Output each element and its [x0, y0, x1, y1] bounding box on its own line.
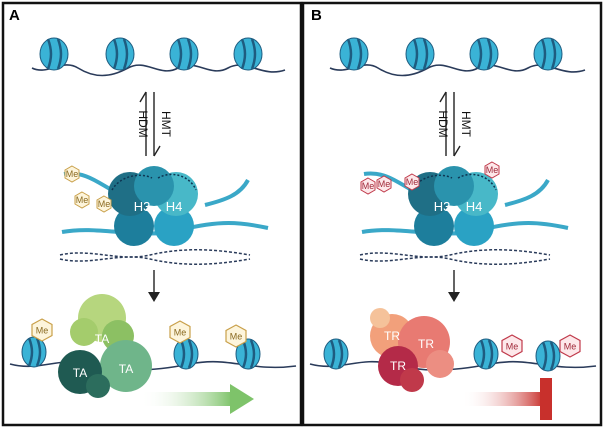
dna-helix	[359, 256, 551, 265]
nucleosome	[405, 37, 435, 71]
svg-text:Me: Me	[76, 195, 89, 205]
methyl-mark: Me	[376, 175, 392, 193]
nucleosome	[21, 336, 47, 368]
dna-helix	[359, 249, 551, 258]
nucleosome	[323, 338, 349, 370]
svg-text:Me: Me	[406, 177, 419, 187]
methyl-mark: Me	[225, 324, 247, 348]
panel-a: A	[1, 1, 303, 427]
svg-text:Me: Me	[378, 179, 391, 189]
methyl-mark: Me	[169, 320, 191, 344]
nucleosome	[39, 37, 69, 71]
histone-h4-label: H4	[166, 199, 183, 214]
top-chromatin-a	[31, 37, 286, 77]
down-arrow-a	[148, 270, 160, 302]
dna-helix	[59, 249, 251, 258]
methyl-mark: Me	[360, 177, 376, 195]
repression-bar	[462, 378, 552, 420]
svg-text:Me: Me	[66, 169, 79, 179]
svg-text:Me: Me	[36, 326, 49, 336]
svg-text:Me: Me	[230, 332, 243, 342]
nucleosome	[105, 37, 135, 71]
nucleosome	[533, 37, 563, 71]
nucleosome	[233, 37, 263, 71]
factor-label: TA	[95, 332, 109, 346]
enzyme-hmt-label: HMT	[159, 111, 173, 138]
methyl-mark: Me	[96, 195, 112, 213]
methyl-marks-small-a: Me Me Me	[64, 165, 112, 213]
factor-label: TA	[119, 362, 133, 376]
top-chromatin-b	[329, 37, 586, 77]
bottom-chromatin-a: Me Me Me TA TA TA	[9, 294, 297, 414]
histone-octamer-a: H3 H4	[59, 166, 269, 265]
nucleosome	[169, 37, 199, 71]
dna-helix	[59, 256, 251, 265]
histone-tail	[504, 178, 550, 207]
bottom-chromatin-b: Me Me TR TR TR	[309, 308, 597, 420]
svg-text:Me: Me	[486, 165, 499, 175]
activation-arrow	[140, 384, 254, 414]
methyl-mark: Me	[31, 318, 53, 342]
histone-h3-label: H3	[134, 199, 151, 214]
equilibrium-arrows-b: HDM HMT	[436, 91, 473, 157]
methyl-mark: Me	[501, 334, 523, 358]
histone-h3-label: H3	[434, 199, 451, 214]
histone-h4-label: H4	[466, 199, 483, 214]
down-arrow-b	[448, 270, 460, 302]
methyl-mark: Me	[64, 165, 80, 183]
activator-complex: TA TA TA	[58, 294, 152, 398]
methyl-marks-small-b: Me Me Me Me	[360, 161, 500, 195]
methyl-mark: Me	[484, 161, 500, 179]
histone-tail	[204, 178, 250, 207]
equilibrium-arrows-a: HDM HMT	[136, 91, 173, 157]
panel-b-letter: B	[311, 7, 322, 24]
methyl-mark: Me	[404, 173, 420, 191]
enzyme-hdm-label: HDM	[436, 110, 450, 137]
factor-label: TA	[73, 366, 87, 380]
svg-text:Me: Me	[98, 199, 111, 209]
svg-text:Me: Me	[564, 342, 577, 352]
factor-label: TR	[418, 337, 434, 351]
nucleosome	[469, 37, 499, 71]
panel-a-letter: A	[9, 7, 20, 24]
factor-label: TR	[390, 359, 406, 373]
methyl-mark: Me	[559, 334, 581, 358]
enzyme-hdm-label: HDM	[136, 110, 150, 137]
methyl-mark: Me	[74, 191, 90, 209]
repressor-complex: TR TR TR	[370, 308, 454, 392]
svg-text:Me: Me	[174, 328, 187, 338]
dna-strand	[31, 64, 286, 77]
nucleosome	[173, 338, 199, 370]
nucleosome	[339, 37, 369, 71]
panel-b: B	[301, 1, 603, 427]
nucleosome	[535, 340, 561, 372]
enzyme-hmt-label: HMT	[459, 111, 473, 138]
nucleosome	[473, 338, 499, 370]
svg-text:Me: Me	[506, 342, 519, 352]
factor-label: TR	[384, 329, 400, 343]
svg-text:Me: Me	[362, 181, 375, 191]
